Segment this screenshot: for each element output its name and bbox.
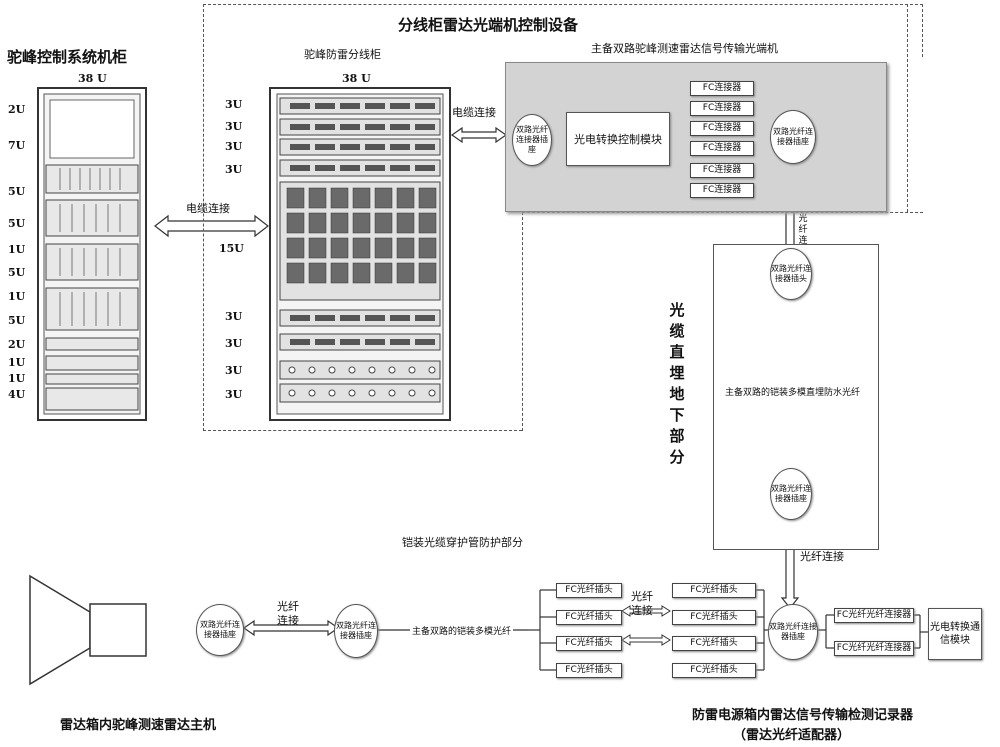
dual-fiber-socket: 双路光纤连接器插座 bbox=[770, 468, 812, 520]
recorder-title-line2: （雷达光纤适配器） bbox=[733, 728, 851, 743]
rack-unit-label: 3U bbox=[225, 120, 243, 133]
fiber-connection-label: 连接 bbox=[277, 614, 299, 627]
distribution-group-outline-mid bbox=[522, 212, 923, 431]
rack-unit-label: 3U bbox=[225, 337, 243, 350]
fc-fiber-plug: FC光纤插头 bbox=[672, 583, 756, 598]
fc-connector: FC连接器 bbox=[690, 121, 754, 136]
distribution-group-title: 分线柜雷达光端机控制设备 bbox=[398, 16, 579, 34]
rack-unit-label: 5U bbox=[8, 185, 26, 198]
fc-fiber-connector: FC光纤光纤连接器 bbox=[834, 608, 914, 623]
fc-fiber-plug: FC光纤插头 bbox=[556, 636, 622, 651]
dual-fiber-socket: 双路光纤连接器插座 bbox=[768, 604, 818, 660]
rack-unit-label: 1U bbox=[8, 290, 26, 303]
rack-unit-label: 2U bbox=[8, 103, 26, 116]
rack-unit-label: 3U bbox=[225, 364, 243, 377]
fc-connector: FC连接器 bbox=[690, 101, 754, 116]
fc-fiber-plug: FC光纤插头 bbox=[556, 610, 622, 625]
fc-fiber-connector: FC光纤光纤连接器 bbox=[834, 641, 914, 656]
optical-terminal-title: 主备双路驼峰测速雷达信号传输光端机 bbox=[591, 42, 778, 55]
control-cabinet-title: 驼峰控制系统机柜 bbox=[7, 48, 128, 66]
fc-fiber-plug: FC光纤插头 bbox=[672, 663, 756, 678]
dual-fiber-plug: 双路光纤连接器插头 bbox=[770, 248, 812, 300]
fiber-connection-label: 光纤 bbox=[631, 590, 653, 603]
fc-fiber-plug: FC光纤插头 bbox=[672, 610, 756, 625]
rack-unit-label: 1U bbox=[8, 372, 26, 385]
fc-fiber-plug: FC光纤插头 bbox=[556, 583, 622, 598]
rack-unit-label: 3U bbox=[225, 310, 243, 323]
buried-fiber-description: 主备双路的铠装多模直埋防水光纤 bbox=[723, 384, 863, 399]
rack-unit-label: 1U bbox=[8, 243, 26, 256]
rack-unit-label: 3U bbox=[225, 98, 243, 111]
fc-fiber-plug: FC光纤插头 bbox=[556, 663, 622, 678]
fiber-connection-label: 连接 bbox=[631, 604, 653, 617]
cable-connection-label: 电缆连接 bbox=[452, 106, 496, 119]
lightning-cabinet-title: 驼峰防雷分线柜 bbox=[304, 48, 381, 61]
control-cabinet-rack bbox=[37, 87, 147, 421]
armored-conduit-title: 铠装光缆穿护管防护部分 bbox=[402, 536, 523, 549]
rack-unit-label: 15U bbox=[219, 242, 244, 255]
buried-section-label: 光缆直埋地下部分 bbox=[669, 301, 685, 466]
recorder-title-line1: 防雷电源箱内雷达信号传输检测记录器 bbox=[692, 708, 914, 723]
fc-fiber-plug: FC光纤插头 bbox=[672, 636, 756, 651]
fc-connector: FC连接器 bbox=[690, 163, 754, 178]
rack-unit-label: 5U bbox=[8, 266, 26, 279]
dual-fiber-socket: 双路光纤连接器插座 bbox=[334, 604, 378, 658]
radar-horn bbox=[29, 574, 147, 686]
rack-unit-label: 1U bbox=[8, 356, 26, 369]
rack-unit-label: 3U bbox=[225, 388, 243, 401]
fc-connector: FC连接器 bbox=[690, 183, 754, 198]
dual-fiber-socket: 双路光纤连接器插座 bbox=[770, 110, 816, 164]
lightning-cabinet-size: 38 U bbox=[342, 72, 371, 85]
rack-unit-label: 7U bbox=[8, 139, 26, 152]
fc-connector: FC连接器 bbox=[690, 81, 754, 96]
armored-fiber-description: 主备双路的铠装多模光纤 bbox=[410, 624, 514, 637]
rack-unit-label: 2U bbox=[8, 338, 26, 351]
dual-fiber-socket: 双路光纤连接器插座 bbox=[196, 604, 244, 656]
distribution-group-outline-right bbox=[907, 4, 908, 212]
distribution-group-outline-left bbox=[203, 4, 522, 431]
rack-unit-label: 5U bbox=[8, 314, 26, 327]
rack-unit-label: 3U bbox=[225, 140, 243, 153]
rack-unit-label: 5U bbox=[8, 217, 26, 230]
fiber-connection-label: 光纤 bbox=[277, 600, 299, 613]
lightning-cabinet-rack bbox=[269, 87, 451, 421]
optoelectronic-communication-module: 光电转换通信模块 bbox=[928, 608, 982, 660]
fiber-connection-label: 光纤连接 bbox=[800, 550, 844, 563]
control-cabinet-size: 38 U bbox=[78, 72, 107, 85]
cable-connection-label: 电缆连接 bbox=[186, 202, 230, 215]
radar-host-title: 雷达箱内驼峰测速雷达主机 bbox=[60, 718, 217, 733]
optoelectronic-control-module: 光电转换控制模块 bbox=[566, 112, 670, 166]
rack-unit-label: 4U bbox=[8, 388, 26, 401]
rack-unit-label: 3U bbox=[225, 163, 243, 176]
dual-fiber-socket: 双路光纤连接器插座 bbox=[512, 114, 552, 166]
fc-connector: FC连接器 bbox=[690, 141, 754, 156]
